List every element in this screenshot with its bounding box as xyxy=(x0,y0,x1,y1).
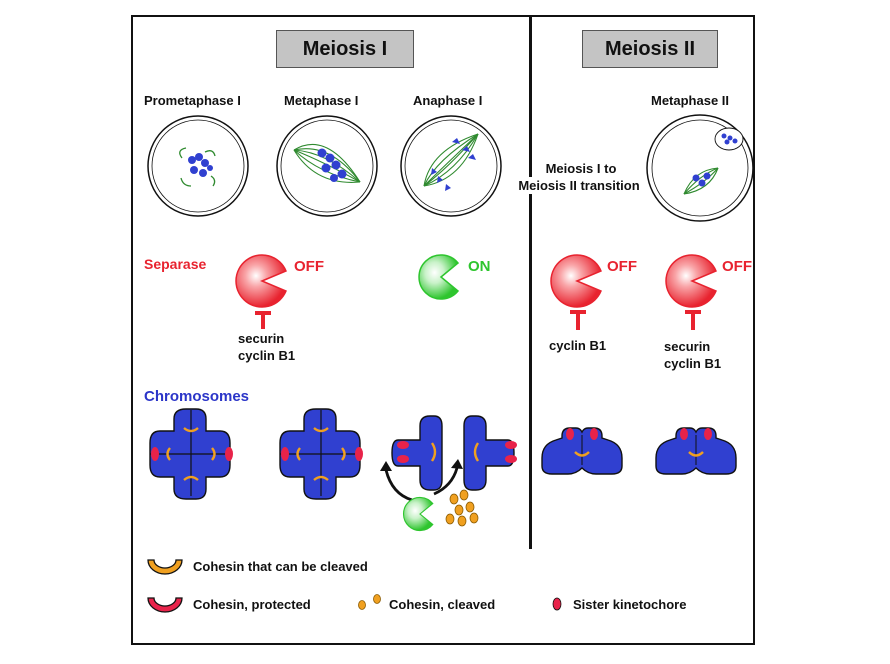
separase-row-label: Separase xyxy=(144,256,207,272)
legend-kinetochore-symbol xyxy=(552,597,562,611)
phase-label-prometaphase-1: Prometaphase I xyxy=(144,93,241,108)
legend-cleavable-symbol xyxy=(147,559,183,575)
cell-prometaphase-1 xyxy=(147,115,249,217)
inhibitor-cyclin-2: cyclin B1 xyxy=(549,338,607,353)
separase-state-off-1: OFF xyxy=(294,258,324,275)
chromosomes-row-label: Chromosomes xyxy=(144,388,250,405)
meiosis-1-header: Meiosis I xyxy=(276,30,414,68)
chromosome-separating-right xyxy=(463,415,517,491)
cleaved-cohesin-dots xyxy=(445,489,479,527)
chromosome-bivalent-2 xyxy=(279,408,363,500)
separase-off-pacman-1 xyxy=(235,254,287,329)
cleavage-arrows xyxy=(380,459,463,502)
meiosis-2-header: Meiosis II xyxy=(582,30,718,68)
inhibitor-cyclin-3: cyclin B1 xyxy=(664,356,722,371)
legend-cleaved-symbol xyxy=(358,594,381,610)
separase-off-pacman-3 xyxy=(665,254,717,330)
inhibitor-securin-3: securin xyxy=(664,339,711,354)
separase-active-pacman xyxy=(402,496,434,532)
separase-state-off-3: OFF xyxy=(722,258,752,275)
meiosis-divider-line xyxy=(529,17,532,549)
cell-anaphase-1 xyxy=(400,115,502,217)
inhibitor-cyclin-1: cyclin B1 xyxy=(238,348,296,363)
inhibitor-securin-1: securin xyxy=(238,331,285,346)
transition-line-2: Meiosis II transition xyxy=(505,177,653,194)
legend-cleaved-text: Cohesin, cleaved xyxy=(389,597,496,612)
cell-metaphase-1 xyxy=(276,115,378,217)
transition-line-1: Meiosis I to xyxy=(545,161,617,176)
meiosis-2-title: Meiosis II xyxy=(604,37,696,60)
separase-state-off-2: OFF xyxy=(607,258,637,275)
chromosome-bivalent-1 xyxy=(149,408,233,500)
chromosome-separating-left xyxy=(391,415,443,491)
separase-on-pacman xyxy=(418,254,459,300)
legend-protected-symbol xyxy=(147,597,183,613)
legend-cleavable-text: Cohesin that can be cleaved xyxy=(193,559,368,574)
phase-label-metaphase-2: Metaphase II xyxy=(651,93,730,108)
chromosome-dyad-2 xyxy=(655,427,737,475)
legend-protected-text: Cohesin, protected xyxy=(193,597,311,612)
phase-label-metaphase-1: Metaphase I xyxy=(284,93,359,108)
legend-kinetochore-text: Sister kinetochore xyxy=(573,597,687,612)
separase-state-on: ON xyxy=(468,258,491,275)
cell-metaphase-2 xyxy=(646,114,754,222)
phase-label-anaphase-1: Anaphase I xyxy=(413,93,483,108)
separase-off-pacman-2 xyxy=(550,254,602,330)
meiosis-1-title: Meiosis I xyxy=(302,37,388,60)
chromosome-dyad-1 xyxy=(541,427,623,475)
